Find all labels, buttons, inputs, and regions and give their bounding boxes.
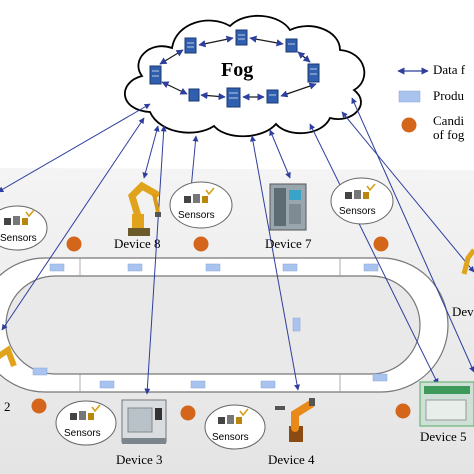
product (282, 263, 298, 272)
legend-candidate-label-2: of fog (433, 127, 465, 142)
sensor-bubble (330, 177, 394, 225)
sensor-icon (70, 404, 101, 420)
candidate-dot (31, 398, 47, 414)
conveyor-loop (0, 257, 449, 393)
fog-server-icon (266, 89, 279, 104)
fog-server-icon (307, 63, 320, 83)
sensor-glyphs (4, 183, 376, 424)
device-4-label: Device 4 (268, 452, 315, 467)
fog-server-icon (184, 37, 197, 54)
fog-server-icon (188, 88, 200, 102)
sensors-label: Sensors (212, 432, 249, 443)
fog-links (159, 35, 317, 101)
device-7-label: Device 7 (265, 236, 312, 251)
product (372, 373, 388, 382)
sensors-label: Sensors (178, 210, 215, 221)
sensor-bubble (0, 205, 48, 251)
sensor-bubbles (0, 177, 394, 450)
device-6-label: Dev (452, 304, 474, 319)
product (32, 367, 48, 376)
device-5-label: Device 5 (420, 429, 467, 444)
fog-label: Fog (221, 59, 254, 81)
candidate-dot (193, 236, 209, 252)
product (127, 263, 143, 272)
product (292, 317, 301, 332)
sensor-bubble (55, 400, 117, 446)
sensor-bubble (204, 404, 266, 450)
robot-arm-icon (0, 345, 17, 368)
product (363, 263, 379, 272)
candidate-dot (395, 403, 411, 419)
legend-candidate-label-1: Candi (433, 113, 465, 128)
candidate-dot (66, 236, 82, 252)
product (205, 263, 221, 272)
data-flow-arrows (0, 97, 474, 395)
product (190, 380, 206, 389)
device-2-label: 2 (4, 399, 11, 414)
sensor-icon (4, 209, 35, 225)
assembly-line-icon (419, 381, 474, 427)
sensor-icon (218, 408, 249, 424)
sensors-label: Sensors (0, 233, 37, 244)
legend (397, 67, 429, 103)
sensors-label: Sensors (64, 428, 101, 439)
sensor-bubble (169, 181, 233, 229)
sensor-icon (345, 183, 376, 199)
device-3-label: Device 3 (116, 452, 163, 467)
cnc-cabinet-icon (269, 183, 307, 231)
device-8-label: Device 8 (114, 236, 161, 251)
legend-product-icon (398, 90, 421, 103)
fog-server-icon (149, 65, 162, 85)
legend-candidate-dot (401, 117, 417, 133)
candidate-dot (373, 236, 389, 252)
sensors-label: Sensors (339, 206, 376, 217)
sensor-icon (184, 187, 215, 203)
candidate-dot (180, 405, 196, 421)
legend-product-label: Produ (433, 88, 465, 103)
robot-arm-icon (128, 181, 161, 236)
fog-server-icon (226, 87, 241, 108)
cnc-machine-icon (121, 399, 167, 444)
fog-nodes (149, 29, 320, 108)
candidate-fog-locations (31, 117, 417, 421)
robot-arm-icon (461, 248, 474, 275)
fog-server-icon (235, 29, 248, 46)
product (99, 380, 115, 389)
product (260, 380, 276, 389)
product (49, 263, 65, 272)
fog-server-icon (285, 38, 298, 53)
robot-arm-icon (275, 398, 315, 442)
legend-data-flow-label: Data f (433, 62, 466, 77)
